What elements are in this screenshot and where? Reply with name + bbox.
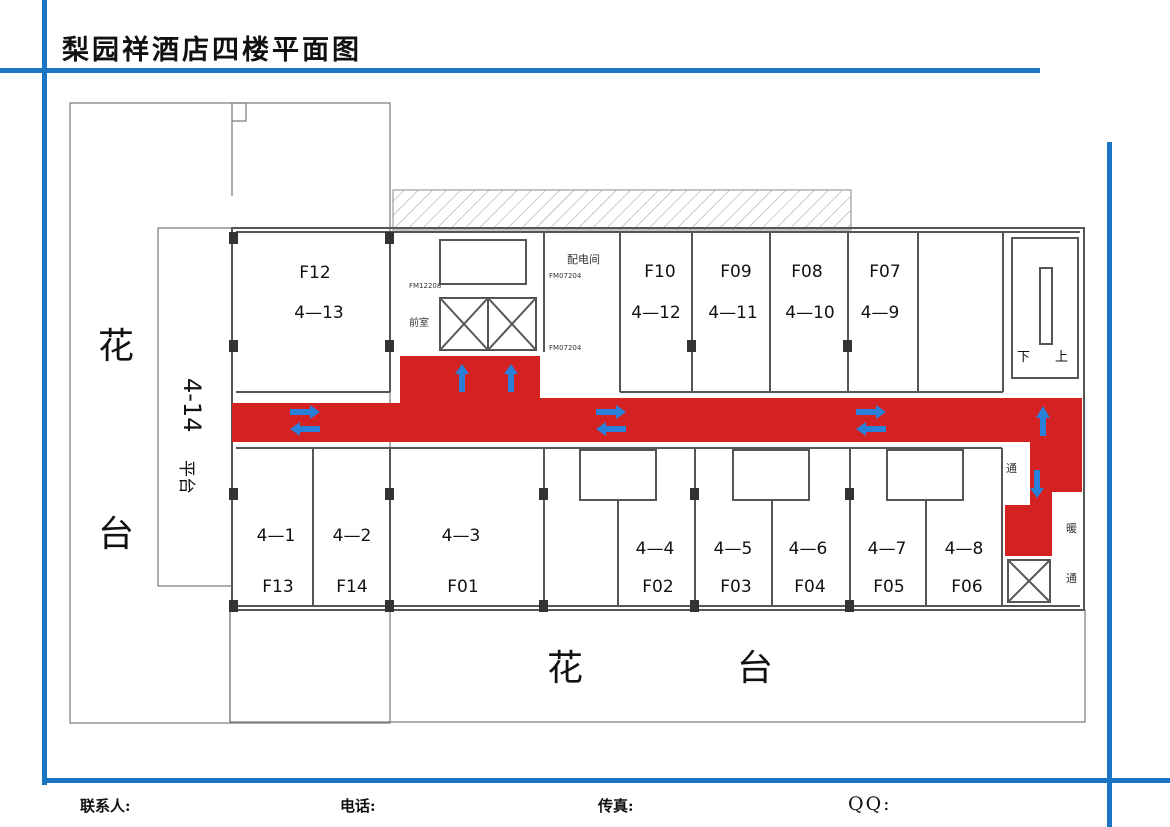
arrow-up [504, 364, 518, 392]
room-id: F09 [720, 262, 751, 282]
room-id: F05 [873, 577, 904, 597]
stair-down-label: 下 [1017, 350, 1030, 365]
stair-up-label: 上 [1055, 350, 1068, 365]
platform-label: 4-14 平台 [176, 378, 206, 494]
flow-arrows [290, 364, 1050, 498]
arrow-up [455, 364, 469, 392]
room-number: 4—3 [442, 526, 481, 546]
frame-left-line [42, 0, 47, 785]
room-number: 4—7 [868, 539, 907, 559]
room-number: 4—5 [714, 539, 753, 559]
room-id: F12 [299, 263, 330, 283]
room-id: F13 [262, 577, 293, 597]
arrow-right [596, 405, 626, 419]
terrace-label-left-top: 花 [98, 326, 134, 367]
room-id: F04 [794, 577, 825, 597]
terrace-label-bottom-right: 台 [737, 648, 773, 689]
front-room-label: 前室 [409, 316, 429, 329]
frame-bottom-line [42, 778, 1170, 783]
arrow-right [856, 405, 886, 419]
room-id: F01 [447, 577, 478, 597]
qq-label: QQ: [848, 793, 892, 815]
room-number: 4—2 [333, 526, 372, 546]
room-number: 4—11 [708, 303, 757, 323]
door-code: FM07204 [549, 344, 582, 352]
contact-label: 联系人: [80, 797, 131, 815]
arrow-right [290, 405, 320, 419]
page-title: 梨园祥酒店四楼平面图 [62, 35, 362, 66]
columns [229, 232, 854, 612]
fax-label: 传真: [598, 797, 634, 815]
arrow-left [596, 422, 626, 436]
room-number: 4—9 [861, 303, 900, 323]
door-code: FM12208 [409, 282, 441, 290]
corridor-highlight [232, 356, 1082, 556]
platform-code: 4-14 [178, 378, 206, 432]
room-id: F14 [336, 577, 367, 597]
vent-label: 通 [1066, 572, 1077, 585]
terrace-label-left-bottom: 台 [98, 514, 134, 555]
room-id: F06 [951, 577, 982, 597]
room-id: F02 [642, 577, 673, 597]
room-id: F10 [644, 262, 675, 282]
room-number: 4—1 [257, 526, 296, 546]
lower-room-walls [236, 447, 1080, 607]
room-number: 4—12 [631, 303, 680, 323]
room-number: 4—10 [785, 303, 834, 323]
room-number: 4—6 [789, 539, 828, 559]
room-number: 4—13 [294, 303, 343, 323]
arrow-left [856, 422, 886, 436]
terrace-label-bottom-left: 花 [547, 648, 583, 689]
room-id: F03 [720, 577, 751, 597]
arrow-left [290, 422, 320, 436]
power-room-label: 配电间 [567, 253, 600, 266]
frame-top-line [0, 68, 1040, 73]
vent-label: 通 [1006, 462, 1017, 475]
heat-label: 暖 [1066, 522, 1077, 535]
phone-label: 电话: [340, 797, 376, 815]
room-number: 4—8 [945, 539, 984, 559]
room-number: 4—4 [636, 539, 675, 559]
upper-room-walls [236, 231, 1080, 393]
arrow-down [1030, 470, 1044, 498]
door-code: FM07204 [549, 272, 582, 280]
frame-right-line [1107, 142, 1112, 827]
room-id: F07 [869, 262, 900, 282]
canopy [392, 189, 852, 231]
platform-name: 平台 [176, 460, 196, 494]
arrow-up [1036, 406, 1050, 436]
room-id: F08 [791, 262, 822, 282]
